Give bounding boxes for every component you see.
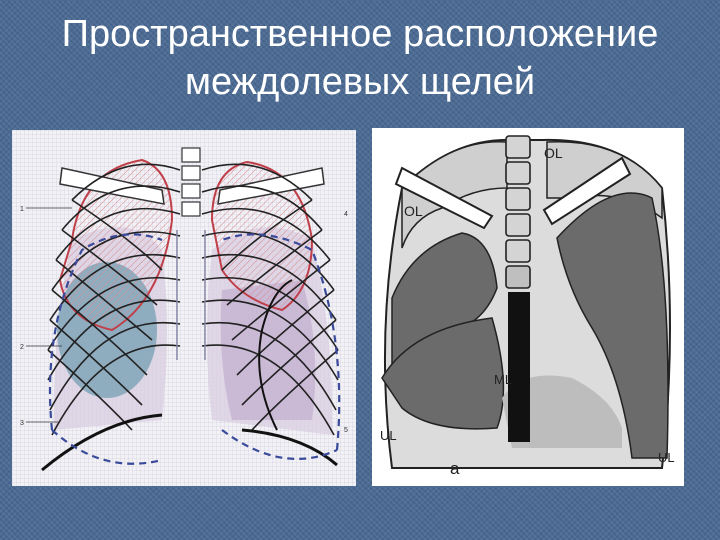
left-base-outline: [221, 429, 338, 460]
slide-title: Пространственное расположение междолевых…: [0, 10, 720, 106]
spine-column: [505, 135, 531, 442]
right-clavicle: [59, 167, 165, 205]
right-lobe-drawing: OL OL ML UL UL a: [372, 128, 684, 486]
dark-spine-shadow: [508, 292, 530, 442]
left-clavicle: [542, 156, 632, 226]
label-ml: ML: [494, 372, 512, 387]
left-clavicle: [217, 167, 325, 205]
right-lower-lobe: [381, 317, 505, 430]
label-ol-left: OL: [404, 203, 423, 219]
slide-title-line-2: междолевых щелей: [184, 61, 536, 103]
level-markers: 1 2 3 4 5: [20, 206, 348, 434]
left-lower-lobe: [556, 192, 669, 459]
right-base-outline: [51, 429, 163, 465]
left-lower-lobe-outline: [221, 233, 341, 451]
marker-2: 2: [20, 344, 24, 351]
marker-4: 4: [344, 211, 348, 218]
marker-5: 5: [344, 427, 348, 434]
right-upper-lobe: [401, 140, 508, 249]
left-diaphragm-line: [241, 428, 338, 467]
slide-title-line-1: Пространственное расположение: [61, 13, 659, 55]
label-ol-top: OL: [544, 145, 563, 161]
marker-3: 3: [20, 420, 24, 427]
trachea: [176, 230, 206, 360]
label-ul-left: UL: [380, 428, 397, 443]
figure-caption: a: [450, 459, 460, 478]
lingula-shading: [220, 280, 316, 420]
left-oblique-fissure: [258, 279, 293, 431]
left-lung-schematic: 1 2 3 4 5: [12, 130, 356, 486]
heart-shadow: [502, 375, 622, 448]
ribcage-diagram: 1 2 3 4 5: [12, 130, 356, 486]
lobe-diagram: OL OL ML UL UL a: [372, 128, 684, 486]
right-clavicle: [394, 166, 494, 230]
spine: [181, 147, 201, 217]
label-ul-right: UL: [658, 450, 675, 465]
right-lower-lobe-outline: [48, 233, 163, 431]
left-ribs: [201, 163, 339, 436]
right-diaphragm-line: [41, 413, 163, 472]
marker-1: 1: [20, 206, 24, 213]
